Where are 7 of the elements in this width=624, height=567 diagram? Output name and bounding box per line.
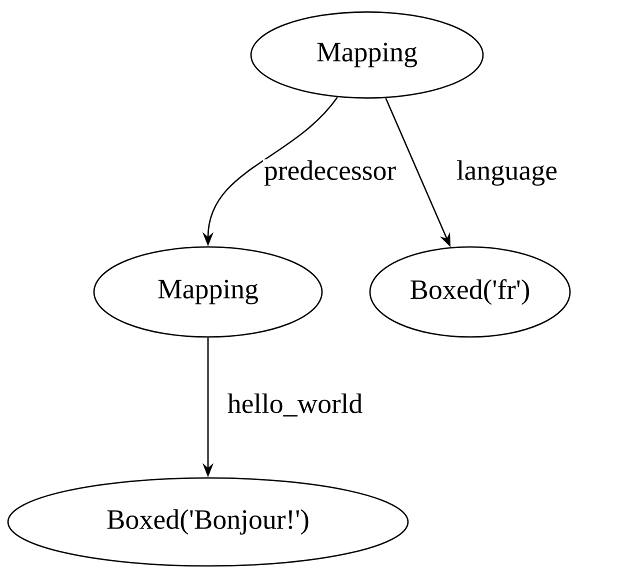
edge-label: language [455, 159, 559, 187]
ellipse-node: Mapping [93, 246, 323, 338]
edge-label: predecessor [262, 159, 398, 187]
edge-label: hello_world [226, 392, 364, 418]
ellipse-node: Boxed('Bonjour!') [7, 477, 409, 567]
ellipse-node: Mapping [250, 11, 484, 99]
ellipse-node: Boxed('fr') [369, 246, 571, 338]
